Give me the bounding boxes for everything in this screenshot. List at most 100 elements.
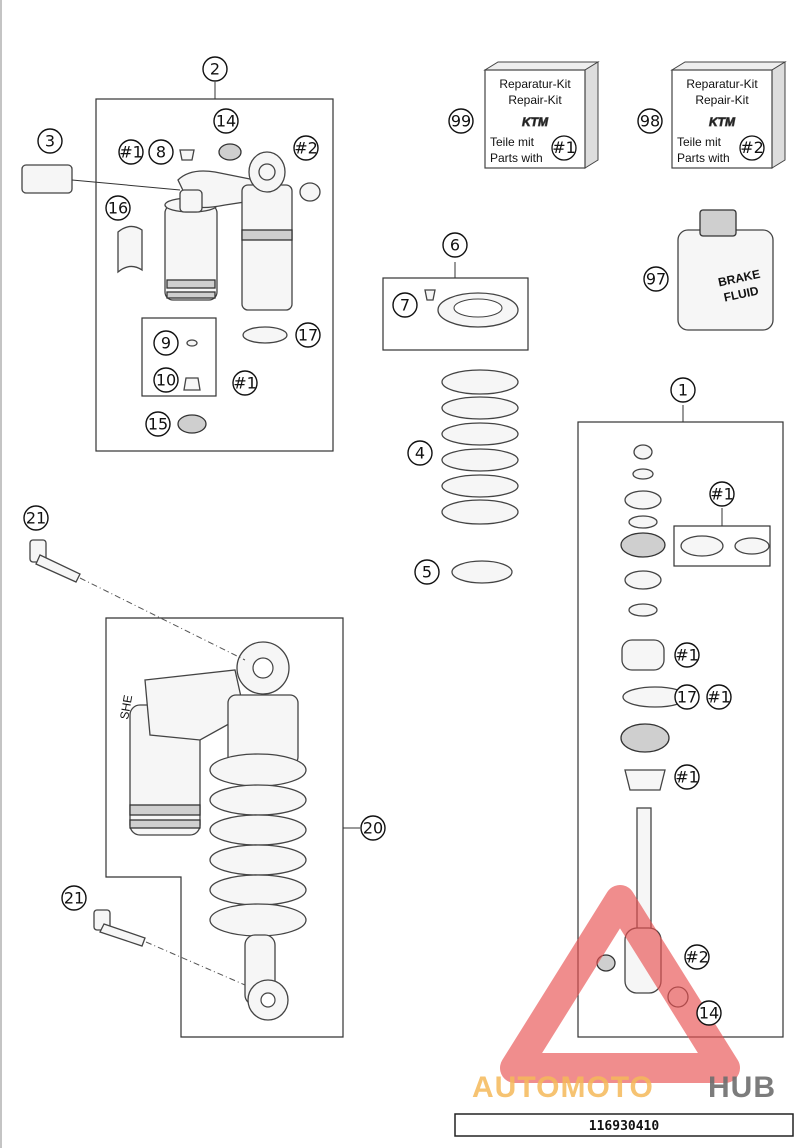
callout-20: 20 [360, 815, 386, 841]
kit98-line1: Reparatur-Kit [686, 77, 758, 91]
callout-10: 10 [153, 367, 179, 393]
group-2-damper-unit [95, 82, 334, 452]
part-5-spring-washer [451, 560, 513, 584]
callout-14-top-circle [213, 108, 239, 134]
group-6-adjuster-ring [382, 262, 529, 351]
callout-98: 98 [637, 108, 663, 134]
callout-10-circle [153, 367, 179, 393]
callout-98-label: 98 [640, 112, 660, 131]
callout-kit1-c-circle [709, 481, 735, 507]
part-21-upper-bolt [29, 539, 246, 661]
callout-kit1-d-circle [674, 642, 700, 668]
diagram-code-box [454, 1113, 794, 1137]
callout-kit1-a-circle [118, 139, 144, 165]
brake-fluid-can [677, 209, 774, 331]
callout-1-label: 1 [678, 381, 688, 400]
callout-17-bottom-label: 17 [677, 688, 697, 707]
callout-kit2-a-label: #2 [294, 139, 318, 158]
callout-20-label: 20 [363, 819, 383, 838]
callout-15-label: 15 [148, 415, 168, 434]
callout-17-top-circle [295, 322, 321, 348]
callout-7-label: 7 [400, 296, 410, 315]
callout-kit1-d: #1 [674, 642, 700, 668]
callout-2: 2 [202, 56, 228, 82]
callout-4-circle [407, 440, 433, 466]
callout-6: 6 [442, 232, 468, 258]
callout-97-circle [643, 266, 669, 292]
part-3-valve [21, 164, 181, 194]
kit98-line3: Teile mit [677, 135, 722, 149]
kit99-line4: Parts with [490, 151, 543, 165]
kit99-line2: Repair-Kit [508, 93, 562, 107]
callout-3: 3 [37, 128, 63, 154]
callout-97-label: 97 [646, 270, 666, 289]
repair_kit_98-ref-label: #2 [740, 138, 764, 157]
callout-kit2-b-circle [684, 944, 710, 970]
kit98-line4: Parts with [677, 151, 730, 165]
callout-21-bottom-label: 21 [64, 889, 84, 908]
callout-6-label: 6 [450, 236, 460, 255]
callout-7: 7 [392, 292, 418, 318]
repair_kit_99-ref-label: #1 [552, 138, 576, 157]
callout-kit2-a: #2 [293, 135, 319, 161]
callout-21-top-label: 21 [26, 509, 46, 528]
callout-20-circle [360, 815, 386, 841]
callout-14-top: 14 [213, 108, 239, 134]
callout-2-circle [202, 56, 228, 82]
callout-5-label: 5 [422, 563, 432, 582]
callout-kit2-b: #2 [684, 944, 710, 970]
kit99-line3: Teile mit [490, 135, 535, 149]
callout-kit1-e-circle [706, 684, 732, 710]
part-4-spring [441, 369, 519, 525]
callout-99-label: 99 [451, 112, 471, 131]
callout-14-bottom: 14 [696, 1000, 722, 1026]
callout-16-label: 16 [108, 199, 128, 218]
callout-7-circle [392, 292, 418, 318]
callout-kit1-e: #1 [706, 684, 732, 710]
callout-99: 99 [448, 108, 474, 134]
callout-21-top-circle [23, 505, 49, 531]
callout-kit1-a: #1 [118, 139, 144, 165]
callout-6-circle [442, 232, 468, 258]
callout-kit1-c: #1 [709, 481, 735, 507]
callout-9: 9 [153, 330, 179, 356]
callout-kit1-f-circle [674, 764, 700, 790]
kit98-logo: KTM [709, 115, 736, 129]
callout-5: 5 [414, 559, 440, 585]
callout-8-circle [148, 139, 174, 165]
callout-14-bottom-label: 14 [699, 1004, 719, 1023]
cylinder-label: SHE [117, 694, 135, 721]
callout-9-label: 9 [161, 334, 171, 353]
callout-kit1-c-label: #1 [710, 485, 734, 504]
callout-8-label: 8 [156, 143, 166, 162]
callout-1-circle [670, 377, 696, 403]
kit99-logo: KTM [522, 115, 549, 129]
callout-14-bottom-circle [696, 1000, 722, 1026]
callout-16-circle [105, 195, 131, 221]
callout-98-circle [637, 108, 663, 134]
callout-kit2-b-label: #2 [685, 948, 709, 967]
group-20-complete-shock [105, 617, 360, 1038]
watermark-text-automoto: AUTOMOTO [472, 1071, 654, 1104]
watermark-logo [500, 885, 740, 1083]
callout-3-label: 3 [45, 132, 55, 151]
callout-1: 1 [670, 377, 696, 403]
callout-4-label: 4 [415, 444, 425, 463]
callout-kit1-f-label: #1 [675, 768, 699, 787]
callout-17-top: 17 [295, 322, 321, 348]
callout-21-bottom-circle [61, 885, 87, 911]
kit99-line1: Reparatur-Kit [499, 77, 571, 91]
callout-8: 8 [148, 139, 174, 165]
callout-16: 16 [105, 195, 131, 221]
diagram-code: 116930410 [589, 1119, 660, 1134]
callout-15-circle [145, 411, 171, 437]
repair_kit_99-ref-circle [551, 135, 577, 161]
callout-97: 97 [643, 266, 669, 292]
callout-99-circle [448, 108, 474, 134]
callout-15: 15 [145, 411, 171, 437]
callout-2-label: 2 [210, 60, 220, 79]
callout-kit2-a-circle [293, 135, 319, 161]
callout-kit1-f: #1 [674, 764, 700, 790]
